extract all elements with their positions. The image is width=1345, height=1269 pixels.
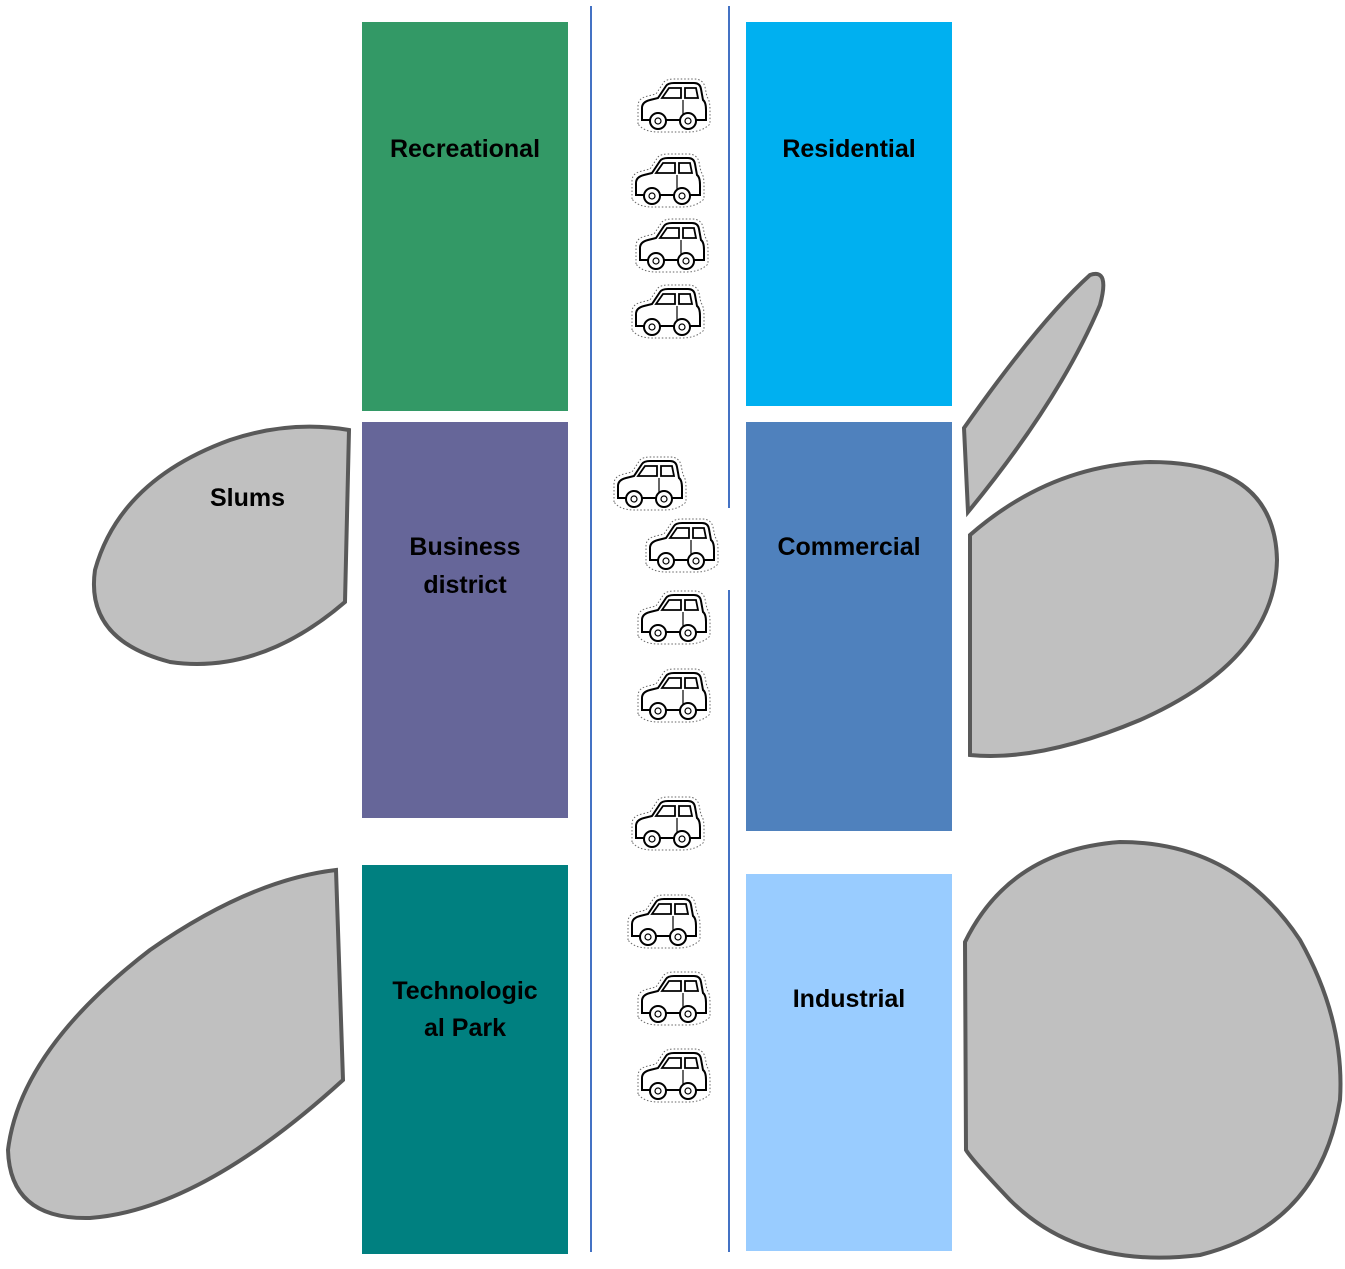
technological-park-label-line2: al Park: [423, 1014, 506, 1042]
car-icon: [637, 590, 711, 645]
traffic: [613, 78, 719, 1103]
residential-zone: Residential: [746, 22, 952, 406]
blob-shapes: [5, 271, 1343, 1260]
car-icon: [637, 1048, 711, 1103]
commercial-label: Commercial: [777, 533, 921, 561]
business-district-zone: Business district: [362, 422, 568, 818]
car-icon: [631, 284, 705, 339]
car-icon: [637, 971, 711, 1026]
industrial-label: Industrial: [792, 985, 906, 1013]
car-icon: [631, 153, 705, 208]
industrial-zone: Industrial: [746, 874, 952, 1251]
technological-park-zone: Technologic al Park: [362, 865, 568, 1254]
car-icon: [637, 78, 711, 133]
slums-shape: [92, 424, 352, 666]
business-district-label-line1: Business: [409, 533, 521, 561]
commercial-oval-shape: [968, 459, 1280, 758]
industrial-circle-shape: [962, 839, 1343, 1260]
commercial-zone: Commercial: [746, 422, 952, 831]
car-icon: [631, 796, 705, 851]
tech-park-outer-shape: [5, 867, 346, 1221]
recreational-label: Recreational: [389, 135, 541, 163]
residential-label: Residential: [782, 135, 916, 163]
car-icon: [613, 456, 687, 511]
commercial-narrow-shape: [961, 271, 1106, 518]
recreational-zone: Recreational: [362, 22, 568, 411]
car-icon: [645, 518, 719, 573]
car-icon: [627, 894, 701, 949]
car-icon: [637, 668, 711, 723]
slums-label: Slums: [210, 484, 286, 512]
car-icon: [635, 218, 709, 273]
technological-park-label-line1: Technologic: [392, 977, 538, 1005]
business-district-label-line2: district: [423, 571, 507, 599]
road: [590, 6, 730, 1252]
